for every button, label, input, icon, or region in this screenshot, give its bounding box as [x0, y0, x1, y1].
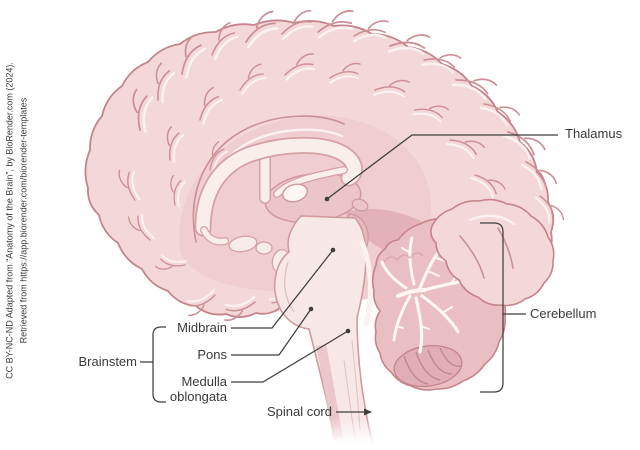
attribution-text: CC BY-NC-ND Adapted from “Anatomy of the…: [4, 51, 31, 391]
brainstem-bracket: [140, 326, 166, 403]
label-thalamus: Thalamus: [565, 126, 623, 141]
label-spinal-cord: Spinal cord: [266, 404, 332, 419]
cerebellar-tonsil-shape: [393, 344, 463, 388]
occipital-lobe-shape: [430, 198, 555, 307]
midbrain-pointer-line: [231, 249, 334, 329]
tonsil-stripes: [403, 347, 463, 385]
spinal-cord-fade: [296, 418, 406, 450]
thalamus-pointer-line: [326, 134, 558, 200]
cortex-gyri-texture: [118, 10, 565, 321]
attribution-line1: CC BY-NC-ND Adapted from “Anatomy of the…: [4, 62, 15, 379]
interthalamic-oval: [282, 183, 308, 203]
attribution-line2: Retrieved from https://app.biorender.com…: [18, 97, 28, 344]
medulla-pointer-line: [231, 330, 349, 383]
label-brainstem: Brainstem: [78, 354, 137, 369]
label-cerebellum: Cerebellum: [530, 306, 597, 321]
cerebellum-bracket: [480, 222, 526, 393]
label-midbrain: Midbrain: [177, 320, 227, 335]
pons-pointer-line: [231, 308, 312, 356]
label-medulla-oblongata: Medulla oblongata: [169, 374, 227, 404]
label-pons: Pons: [197, 347, 227, 362]
pineal-shape: [351, 198, 369, 212]
pointer-lines: [140, 134, 558, 416]
